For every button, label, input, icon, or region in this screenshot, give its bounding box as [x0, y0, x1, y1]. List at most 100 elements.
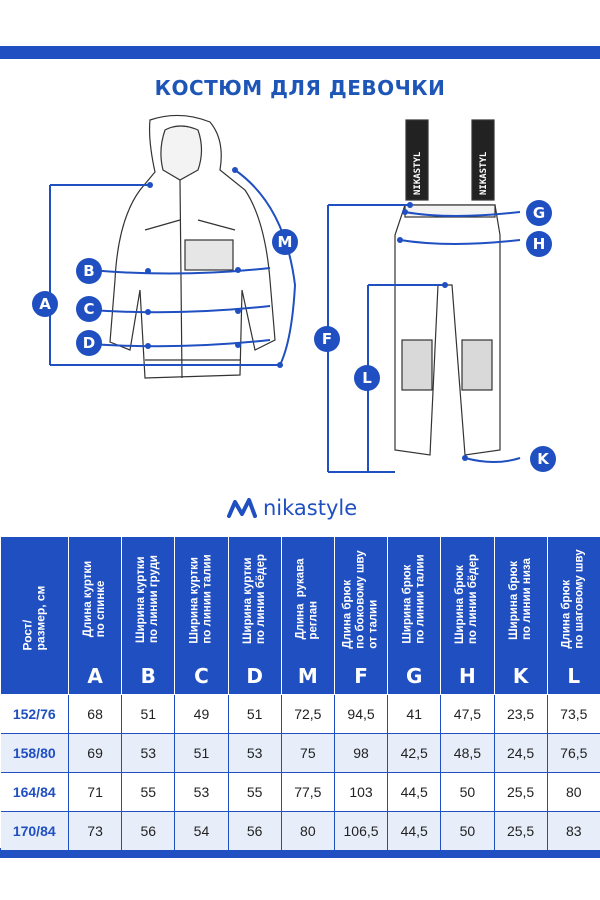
table-cell: 42,5 [387, 733, 442, 773]
table-row: 158/80 69 53 51 53 75 98 42,5 48,5 24,5 … [0, 733, 600, 773]
column-desc: Длина рукава реглан [294, 558, 320, 640]
page-title: КОСТЮМ ДЛЯ ДЕВОЧКИ [154, 76, 446, 100]
badge-b: B [76, 258, 102, 284]
column-letter: A [87, 664, 103, 688]
size-cell: 170/84 [0, 811, 69, 851]
row-header-cell: Рост/ размер, см [0, 536, 69, 695]
table-cell: 54 [174, 811, 229, 851]
table-cell: 47,5 [440, 694, 495, 734]
table-cell: 23,5 [494, 694, 548, 734]
table-cell: 51 [121, 694, 176, 734]
table-cell: 50 [440, 772, 495, 812]
column-desc: Ширина брюк по линии талии [401, 554, 427, 644]
badge-c: C [76, 296, 102, 322]
table-cell: 75 [281, 733, 335, 773]
table-cell: 80 [281, 811, 335, 851]
strap-text-right: NIKASTYL [479, 151, 489, 195]
table-cell: 44,5 [387, 811, 442, 851]
column-desc: Ширина куртки по линии бёдер [241, 553, 267, 645]
table-cell: 50 [440, 811, 495, 851]
table-cell: 71 [68, 772, 123, 812]
brand-name: nikastyle [263, 496, 358, 520]
table-cell: 69 [68, 733, 123, 773]
table-cell: 73 [68, 811, 123, 851]
table-cell: 56 [121, 811, 176, 851]
size-cell: 158/80 [0, 733, 69, 773]
table-cell: 77,5 [281, 772, 335, 812]
table-cell: 44,5 [387, 772, 442, 812]
table-cell: 94,5 [334, 694, 389, 734]
table-cell: 24,5 [494, 733, 548, 773]
table-cell: 76,5 [547, 733, 600, 773]
table-cell: 98 [334, 733, 389, 773]
column-desc: Ширина брюк по линии низа [507, 558, 533, 640]
badge-h: H [526, 231, 552, 257]
column-letter: G [406, 664, 423, 688]
table-row: 170/84 73 56 54 56 80 106,5 44,5 50 25,5… [0, 811, 600, 851]
table-cell: 73,5 [547, 694, 600, 734]
top-band [0, 46, 600, 59]
badge-a: A [32, 291, 58, 317]
size-cell: 152/76 [0, 694, 69, 734]
column-desc: Ширина куртки по линии груди [135, 555, 161, 643]
size-cell: 164/84 [0, 772, 69, 812]
table-cell: 53 [228, 733, 282, 773]
column-letter: H [459, 664, 476, 688]
column-desc: Ширина брюк по линии бёдер [454, 553, 480, 645]
table-cell: 68 [68, 694, 123, 734]
table-cell: 80 [547, 772, 600, 812]
table-cell: 56 [228, 811, 282, 851]
column-letter: K [512, 664, 529, 688]
column-letter: D [246, 664, 263, 688]
table-cell: 48,5 [440, 733, 495, 773]
column-letter: C [194, 664, 209, 688]
column-letter: L [567, 664, 581, 688]
column-letter: F [354, 664, 368, 688]
table-cell: 55 [121, 772, 176, 812]
badge-m: M [272, 229, 298, 255]
table-row: 164/84 71 55 53 55 77,5 103 44,5 50 25,5… [0, 772, 600, 812]
table-cell: 49 [174, 694, 229, 734]
column-letter: B [140, 664, 156, 688]
brand-logo: nikastyle [227, 496, 357, 520]
badge-k: K [530, 446, 556, 472]
table-cell: 51 [228, 694, 282, 734]
badge-g: G [526, 200, 552, 226]
pants-illustration: NIKASTYL NIKASTYL [327, 119, 521, 473]
table-cell: 51 [174, 733, 229, 773]
bottom-band [0, 848, 600, 858]
table-row: 152/76 68 51 49 51 72,5 94,5 41 47,5 23,… [0, 694, 600, 734]
strap-text-left: NIKASTYL [413, 151, 423, 195]
table-cell: 53 [174, 772, 229, 812]
row-header-label: Рост/ размер, см [20, 585, 48, 651]
table-cell: 53 [121, 733, 176, 773]
badge-l: L [354, 365, 380, 391]
table-cell: 103 [334, 772, 389, 812]
badge-d: D [76, 330, 102, 356]
table-cell: 106,5 [334, 811, 389, 851]
brand-mark-icon [227, 498, 257, 518]
column-desc: Длина брюк по шаговому шву [560, 549, 586, 649]
column-letter: M [297, 664, 318, 688]
badge-f: F [314, 326, 340, 352]
table-cell: 55 [228, 772, 282, 812]
column-desc: Ширина куртки по линии талии [188, 554, 214, 644]
table-cell: 25,5 [494, 772, 548, 812]
table-cell: 72,5 [281, 694, 335, 734]
table-cell: 41 [387, 694, 442, 734]
column-desc: Длина брюк по боковому шву от талии [341, 549, 380, 649]
jacket-illustration [49, 114, 297, 379]
table-cell: 83 [547, 811, 600, 851]
